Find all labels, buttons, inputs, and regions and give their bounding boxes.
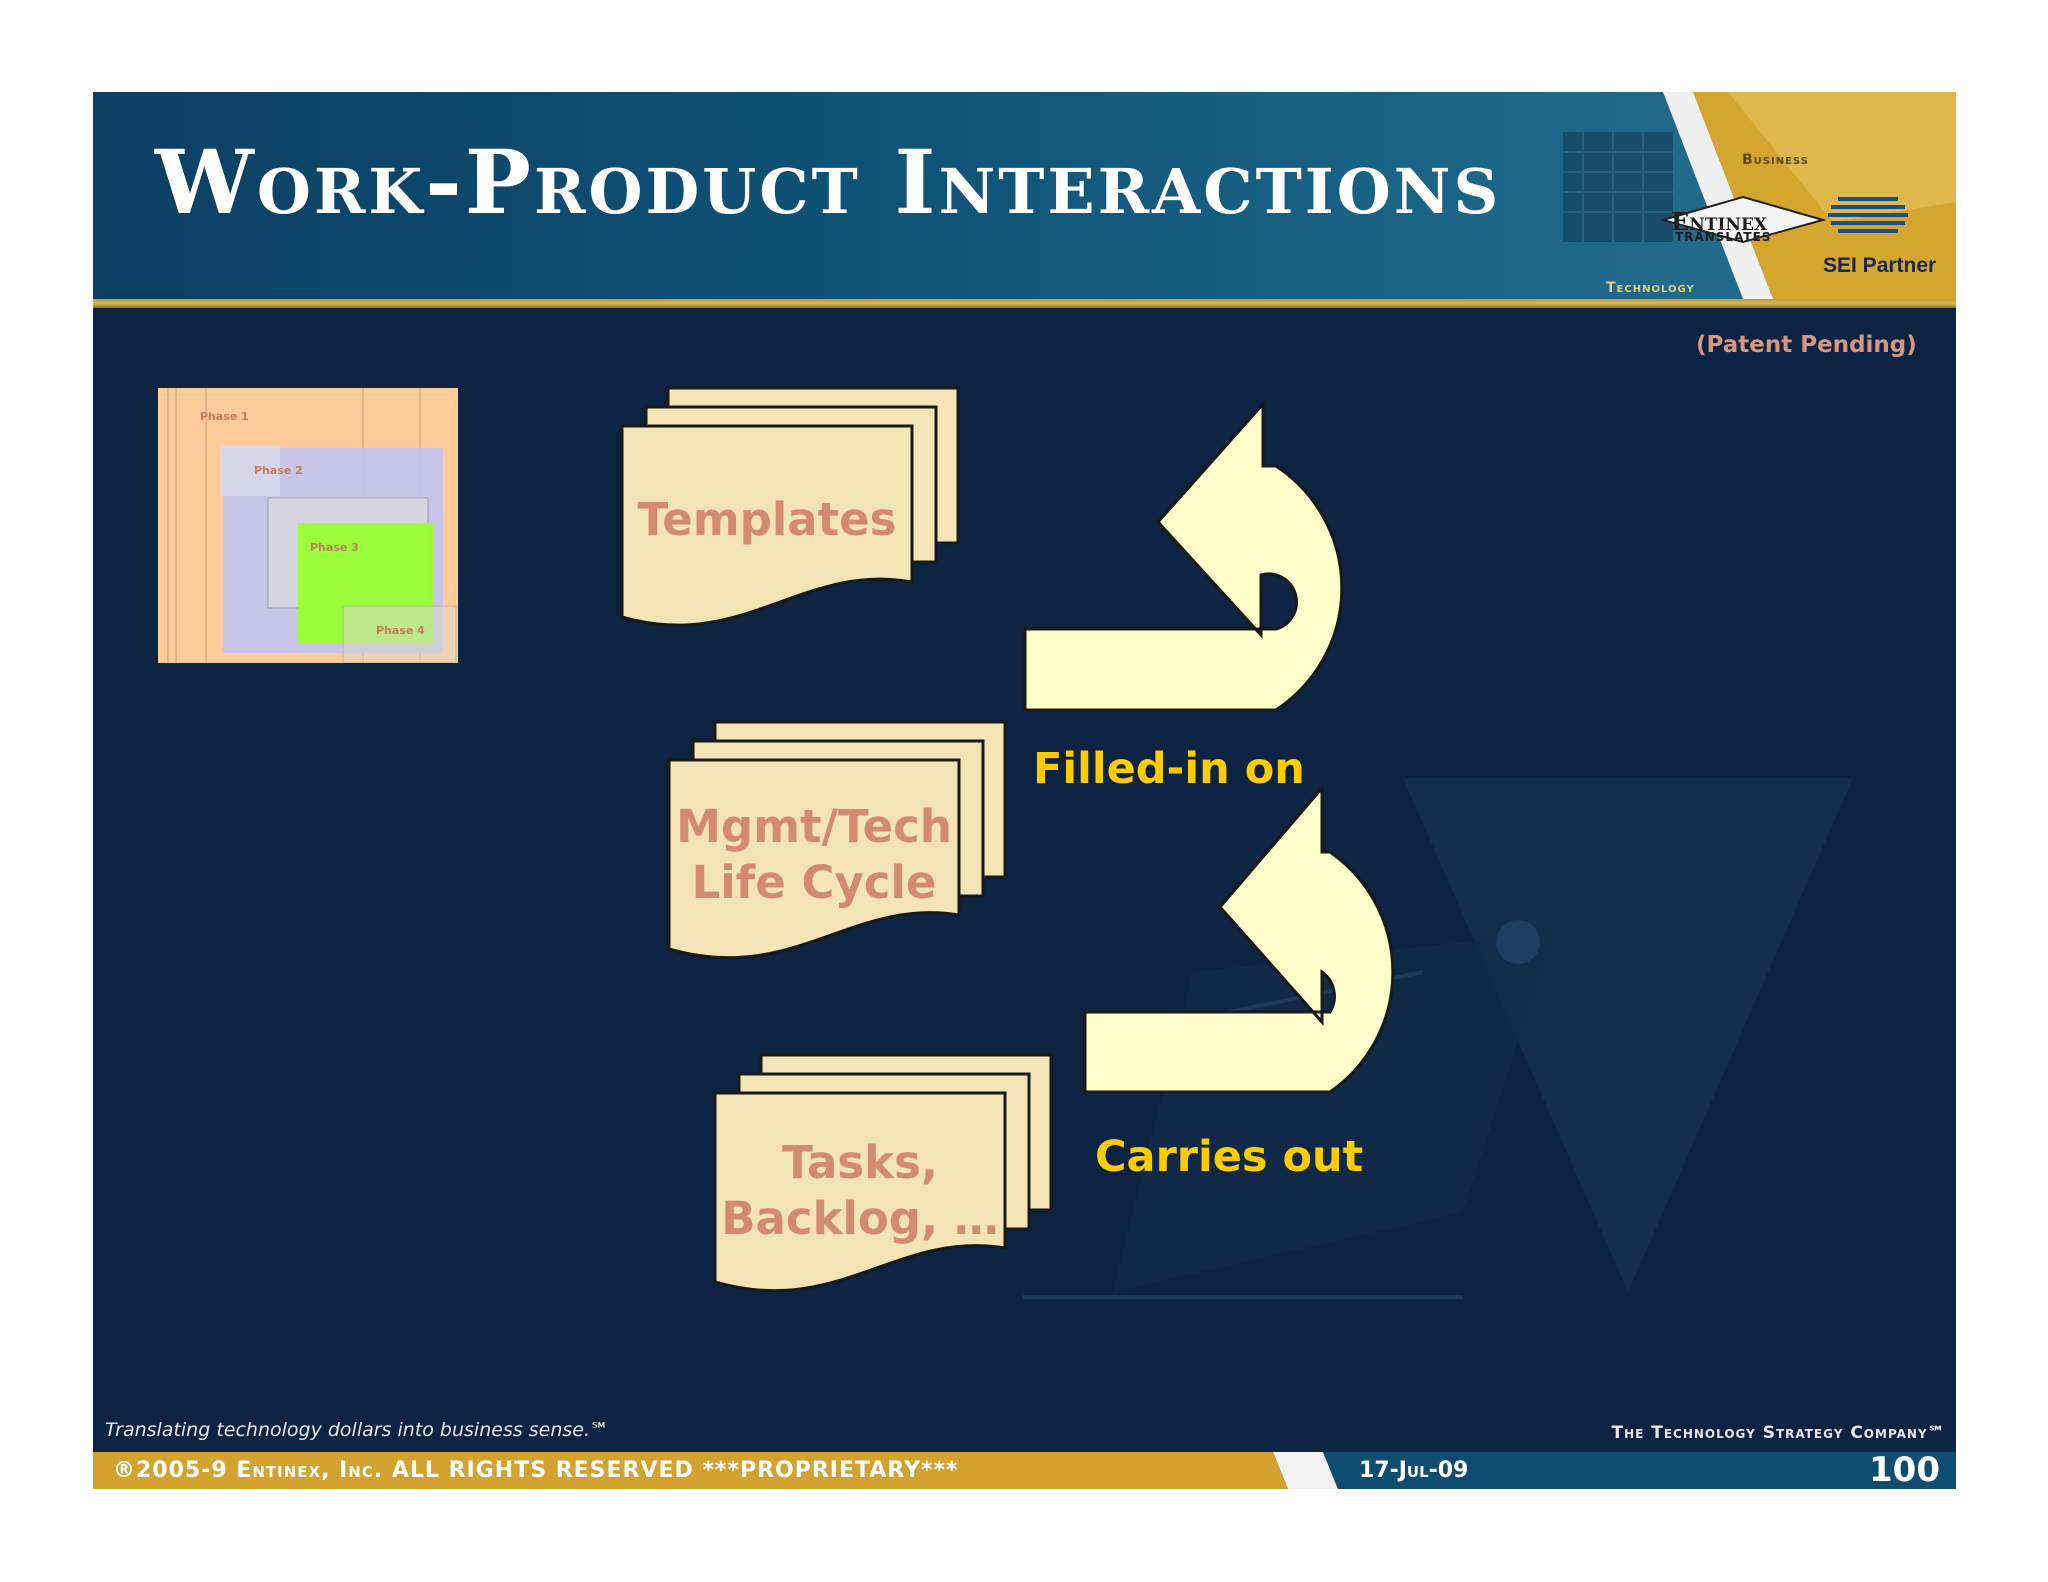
phase-label: Phase 3	[310, 541, 359, 554]
document-templates: Templates	[622, 492, 912, 548]
logo-company-name: Entinex	[1671, 207, 1768, 236]
arrow-label-filled-in-on: Filled-in on	[1033, 744, 1305, 794]
footer-bar	[93, 1452, 1956, 1489]
logo-business-label: Business	[1742, 152, 1809, 168]
phase-label: Phase 1	[200, 410, 249, 423]
document-line: Life Cycle	[691, 856, 937, 909]
sei-partner-label: SEI Partner	[1823, 254, 1937, 277]
header-logo-graphic	[1563, 92, 1956, 299]
footer-copyright: ®2005-9 Entinex, Inc. ALL RIGHTS RESERVE…	[113, 1458, 959, 1483]
document-tasks-backlog: Tasks, Backlog, …	[715, 1135, 1005, 1247]
phase-diagram-graphic	[158, 388, 458, 663]
page-title: Work-Product Interactions	[155, 130, 1502, 234]
document-line: Backlog, …	[721, 1192, 999, 1245]
header-divider	[93, 299, 1956, 308]
documents-graphic	[620, 386, 1395, 1293]
phase-label: Phase 4	[376, 624, 425, 637]
header-band: Work-Product Interactions	[93, 92, 1956, 299]
footer-company: The Technology Strategy Company℠	[1611, 1423, 1946, 1443]
footer-tagline: Translating technology dollars into busi…	[105, 1419, 610, 1441]
arrow-label-carries-out: Carries out	[1095, 1132, 1364, 1182]
document-line: Mgmt/Tech	[676, 800, 952, 853]
slide: Work-Product Interactions Business Entin…	[93, 92, 1956, 1489]
document-mgmt-tech-life-cycle: Mgmt/Tech Life Cycle	[669, 799, 959, 911]
phase-diagram: Phase 1 Phase 2 Phase 3 Phase 4	[158, 388, 458, 663]
page-number: 100	[1869, 1450, 1940, 1489]
logo-technology-label: Technology	[1606, 280, 1695, 296]
footer-date: 17-Jul-09	[1359, 1458, 1469, 1483]
document-line: Tasks,	[782, 1136, 938, 1189]
patent-note: (Patent Pending)	[1696, 332, 1917, 358]
document-line: Templates	[637, 493, 897, 546]
logo-translates-label: TRANSLATES	[1675, 230, 1772, 244]
phase-label: Phase 2	[254, 464, 303, 477]
